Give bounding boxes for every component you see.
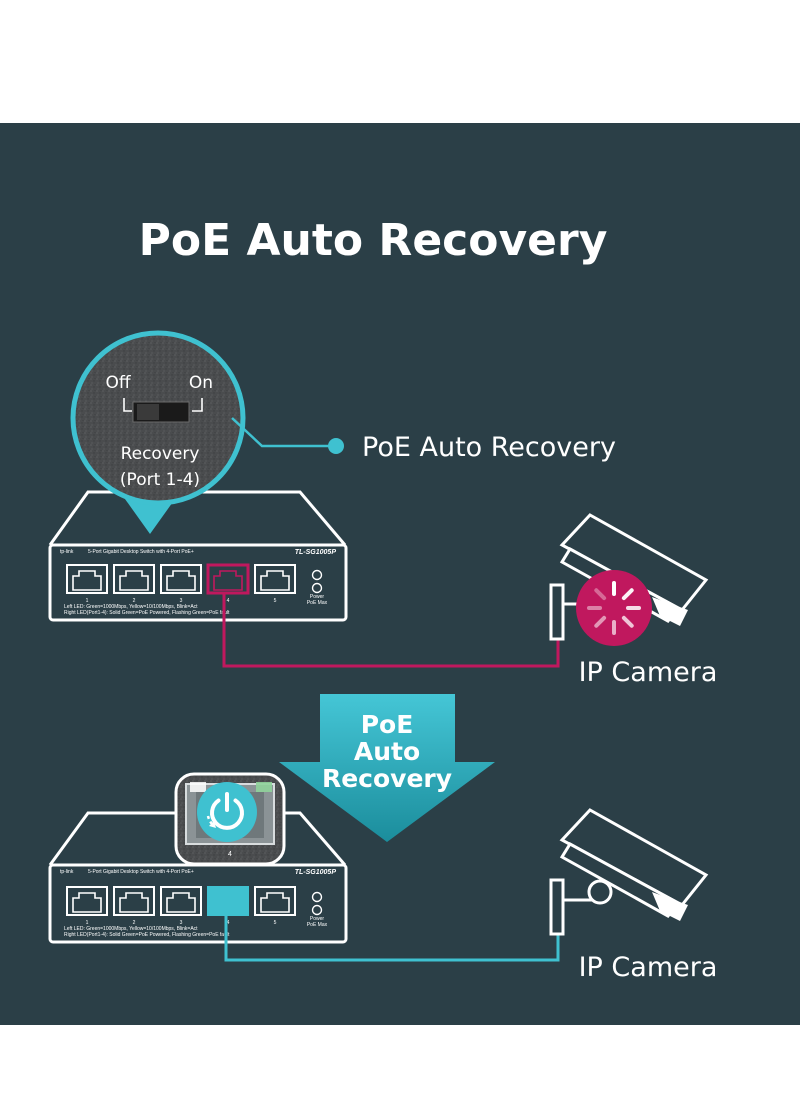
port-4-recovered: [207, 886, 249, 916]
zoom-port-label: 4: [228, 851, 232, 858]
switch-bottom: tp-link 5-Port Gigabit Desktop Switch wi…: [48, 811, 348, 944]
callout-dot: [328, 438, 344, 454]
port-number-4-bottom: 4: [227, 920, 230, 926]
arrow-label-line2: Auto: [354, 737, 420, 766]
poe-max-led: [311, 582, 323, 594]
port-number-5-bottom: 5: [274, 920, 277, 926]
led-legend-line2-bottom: Right LED(Port1-4): Solid Green=PoE Powe…: [64, 932, 230, 938]
recovery-arrow: PoE Auto Recovery: [279, 694, 495, 842]
dip-name-label: Recovery: [121, 444, 200, 464]
port-number-1: 1: [86, 598, 89, 604]
dip-off-label: Off: [105, 373, 131, 393]
switch-model-bottom: TL-SG1005P: [295, 869, 337, 876]
camera-label-bottom: IP Camera: [579, 952, 718, 983]
port-4-fault: [206, 563, 250, 595]
switch-model: TL-SG1005P: [295, 549, 337, 556]
switch-top: tp-link 5-Port Gigabit Desktop Switch wi…: [48, 490, 348, 622]
switch-brand: tp-link: [60, 549, 74, 555]
camera-bottom: [549, 808, 709, 936]
restored-poe-cable: [224, 915, 560, 962]
switch-description-bottom: 5-Port Gigabit Desktop Switch with 4-Por…: [88, 869, 194, 875]
led-legend-line1-bottom: Left LED: Green=1000Mbps, Yellow=10/100M…: [64, 926, 198, 932]
arrow-label-line3: Recovery: [322, 764, 452, 793]
dip-on-label: On: [189, 373, 213, 393]
callout-leader-line: [231, 417, 335, 448]
dip-switch-zoom: Off On Recovery (Port 1-4): [70, 330, 246, 506]
dip-switch-toggle: [137, 404, 159, 420]
port-number-3: 3: [180, 598, 183, 604]
arrow-label-line1: PoE: [361, 710, 414, 739]
port-number-4: 4: [227, 598, 230, 604]
port-zoom-inset: 4: [174, 772, 286, 866]
led-label-power: Power: [310, 594, 325, 600]
poe-max-led-bottom: [311, 904, 323, 916]
led-label-poe-max-bottom: PoE Max: [307, 922, 328, 928]
led-legend-line1: Left LED: Green=1000Mbps, Yellow=10/100M…: [64, 604, 198, 610]
page-title: PoE Auto Recovery: [139, 215, 608, 266]
led-label-poe-max: PoE Max: [307, 600, 328, 606]
led-legend-line2: Right LED(Port1-4): Solid Green=PoE Powe…: [64, 610, 230, 616]
power-cycle-icon: [210, 798, 244, 830]
camera-label-top: IP Camera: [579, 657, 718, 688]
dip-port-label: (Port 1-4): [120, 470, 200, 490]
port-number-3-bottom: 3: [180, 920, 183, 926]
switch-brand-bottom: tp-link: [60, 869, 74, 875]
led-label-power-bottom: Power: [310, 916, 325, 922]
port-number-2-bottom: 2: [133, 920, 136, 926]
port-number-5: 5: [274, 598, 277, 604]
camera-joint: [587, 879, 613, 905]
callout-label: PoE Auto Recovery: [362, 432, 616, 463]
port-number-2: 2: [133, 598, 136, 604]
fault-indicator: [576, 570, 652, 646]
power-led-bottom: [311, 891, 323, 903]
switch-description: 5-Port Gigabit Desktop Switch with 4-Por…: [88, 549, 194, 555]
power-led: [311, 569, 323, 581]
port-number-1-bottom: 1: [86, 920, 89, 926]
